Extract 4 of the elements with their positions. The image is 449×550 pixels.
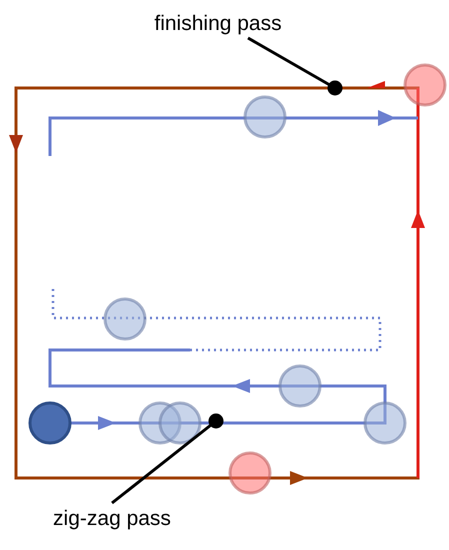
leader-line [111, 414, 224, 504]
callout-label: zig-zag pass [53, 508, 171, 528]
leader-line [247, 36, 342, 96]
callout-label: finishing pass [154, 12, 282, 34]
